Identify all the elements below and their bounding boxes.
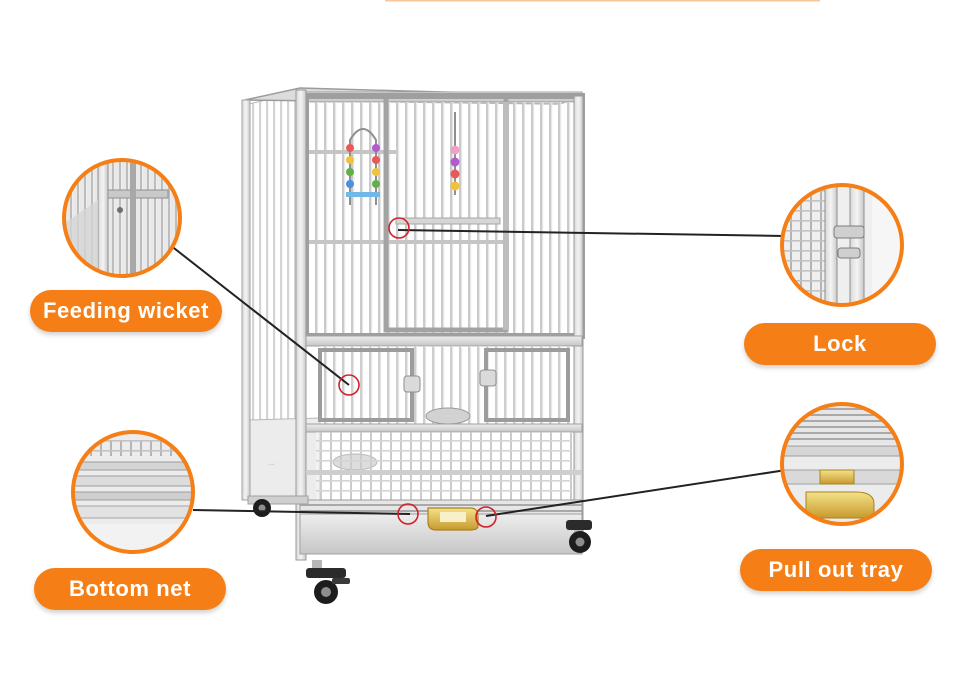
leader-line-lock [397,229,785,237]
pull-out-tray-label: Pull out tray [740,549,932,591]
leader-line-bottom-net [192,509,411,515]
leader-lines [169,229,787,517]
detail-bottom-net [71,430,195,554]
detail-feeding-wicket [62,158,182,278]
lock-label: Lock [744,323,936,365]
leader-line-pull-out-tray [485,469,787,517]
detail-pull-out-tray [780,402,904,526]
caster-wheel-icon [306,560,350,604]
detail-lock [780,183,904,307]
caster-wheel-icon [253,499,271,517]
feeding-wicket-label: Feeding wicket [30,290,222,332]
beaded-hanging-toy-icon [450,112,460,195]
caster-wheel-icon [566,520,592,553]
red-markers [338,217,497,528]
cage: ~ [241,87,592,604]
marker-feeding-wicket [338,374,360,396]
svg-text:~: ~ [267,459,277,471]
leader-line-feeding-wicket [169,244,350,386]
marker-pull-out-tray [475,506,497,528]
marker-bottom-net [397,503,419,525]
beaded-swing-icon [346,128,380,205]
bottom-net-label: Bottom net [34,568,226,610]
marker-lock [388,217,410,239]
